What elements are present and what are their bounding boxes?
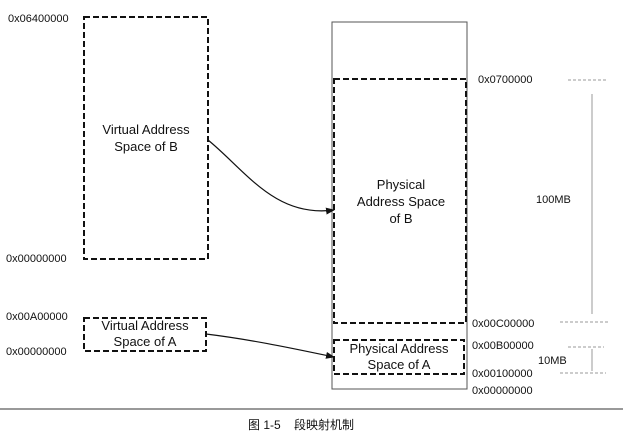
physical-address-0x00B00000: 0x00B00000 xyxy=(472,340,534,352)
virtual-a-top-address: 0x00A00000 xyxy=(6,311,68,323)
physical-space-a-label-line1: Physical Address xyxy=(350,341,449,356)
mapping-arrow-a xyxy=(205,333,335,359)
mapping-arrow-b xyxy=(207,139,335,215)
virtual-space-b-box xyxy=(83,16,209,260)
physical-space-b-label-line2: Address Space xyxy=(357,194,445,209)
virtual-b-top-address: 0x06400000 xyxy=(8,13,69,25)
figure-title: 段映射机制 xyxy=(294,417,354,432)
size-label-a: 10MB xyxy=(538,355,567,367)
physical-space-b-label-line1: Physical xyxy=(377,177,426,192)
virtual-space-a-label-line1: Virtual Address xyxy=(101,318,189,333)
size-label-b: 100MB xyxy=(536,194,571,206)
physical-space-a-label-line2: Space of A xyxy=(368,357,431,372)
virtual-space-b-label-line1: Virtual Address xyxy=(102,122,190,137)
virtual-a-bottom-address: 0x00000000 xyxy=(6,346,67,358)
physical-space-b-box xyxy=(333,78,467,324)
virtual-b-bottom-address: 0x00000000 xyxy=(6,253,67,265)
physical-address-0x00C00000: 0x00C00000 xyxy=(472,318,534,330)
virtual-space-a-label-line2: Space of A xyxy=(114,334,177,349)
physical-memory-column xyxy=(331,21,468,390)
figure-caption: 图 1-5 段映射机制 xyxy=(248,417,354,432)
physical-address-0x00100000: 0x00100000 xyxy=(472,368,533,380)
virtual-space-b-label-line2: Space of B xyxy=(114,139,178,154)
figure-number: 图 1-5 xyxy=(248,418,281,432)
physical-address-0x0700000: 0x0700000 xyxy=(478,74,532,86)
physical-address-0x00000000: 0x00000000 xyxy=(472,385,533,397)
physical-space-b-label-line3: of B xyxy=(389,211,412,226)
